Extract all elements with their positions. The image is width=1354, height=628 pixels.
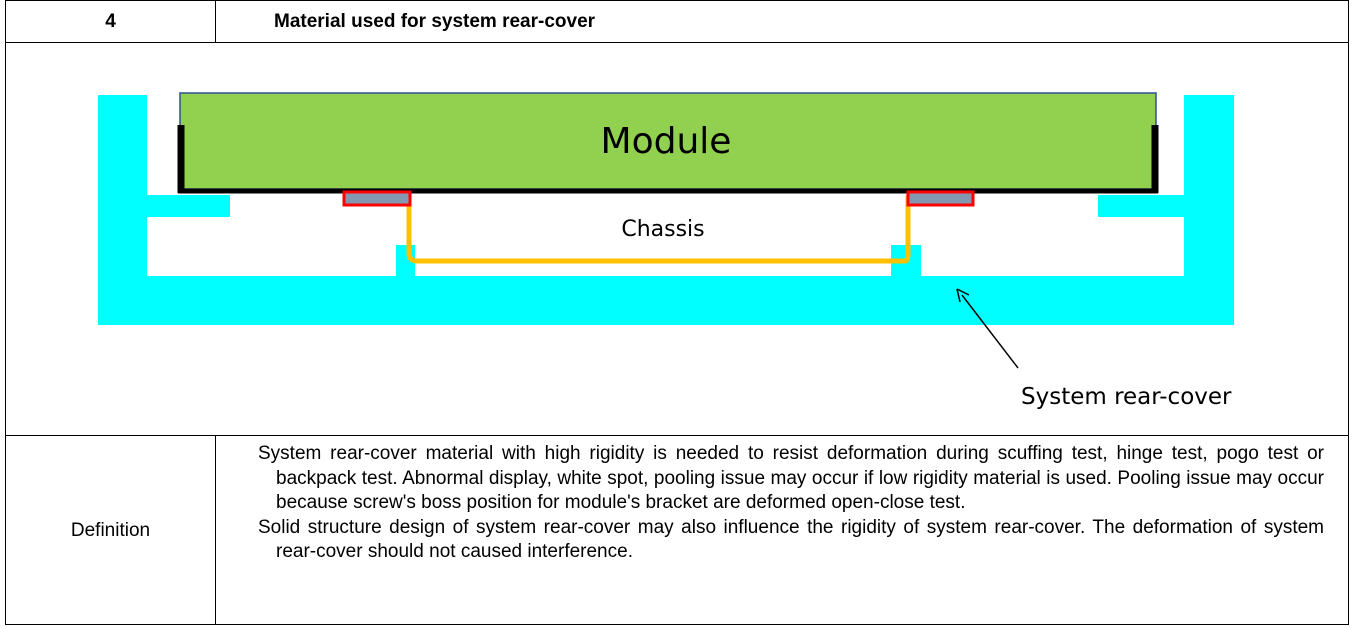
spec-table: 4 Material used for system rear-cover Mo… — [5, 0, 1349, 625]
chassis-label: Chassis — [621, 217, 704, 242]
module-label: Module — [601, 121, 732, 162]
left-gasket — [342, 190, 412, 207]
pointer-arrowhead — [956, 288, 970, 303]
definition-body: System rear-cover material with high rig… — [254, 442, 1324, 565]
right-gasket — [906, 190, 975, 207]
definition-paragraph-1: System rear-cover material with high rig… — [258, 443, 1324, 513]
rear-cover-label: System rear-cover — [1021, 384, 1232, 410]
item-number: 4 — [6, 1, 216, 43]
definition-label: Definition — [6, 436, 216, 625]
chassis-shape — [346, 195, 972, 264]
definition-row: Definition System rear-cover material wi… — [6, 435, 1348, 626]
section-title: Material used for system rear-cover — [274, 11, 596, 32]
rear-cover-diagram: Module Chassis System rear-cover — [98, 92, 1234, 410]
header-row: 4 Material used for system rear-cover — [6, 1, 1348, 43]
pointer-line — [961, 294, 1019, 369]
rear-cover-shape — [98, 95, 1234, 325]
definition-paragraph-2: Solid structure design of system rear-co… — [258, 516, 1324, 563]
